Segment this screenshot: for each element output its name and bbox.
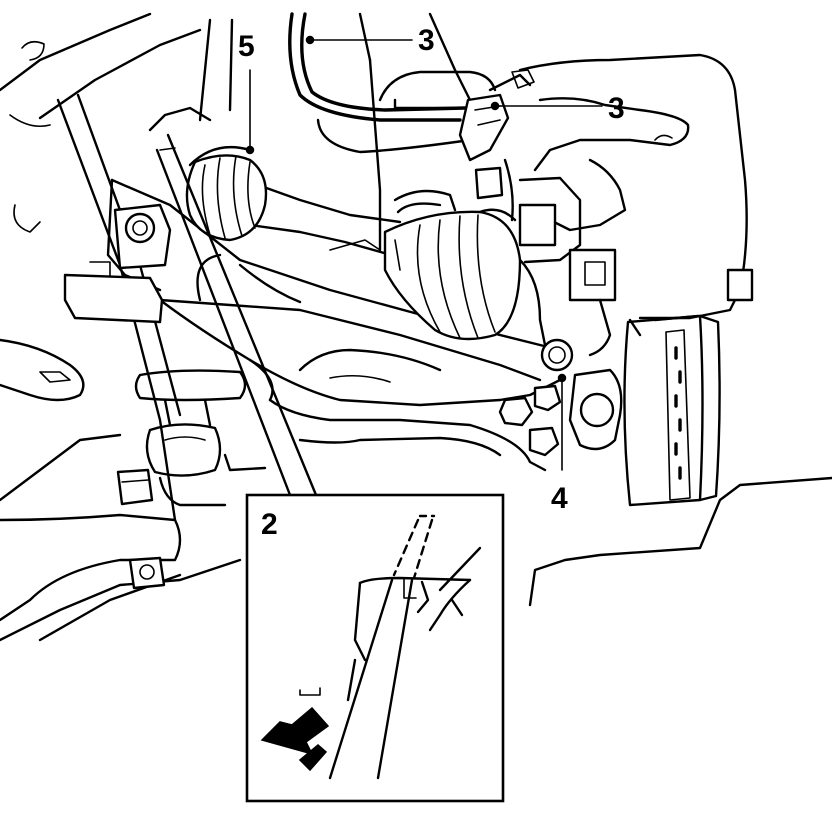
tool-guide-lines: [155, 133, 318, 497]
steering-knuckle: [518, 53, 754, 357]
stabilizer-link: [116, 369, 267, 590]
callout-4: 4: [551, 482, 568, 515]
drive-shaft: [185, 146, 547, 347]
callout-leaders: [245, 35, 603, 471]
ball-joint: [498, 338, 623, 457]
detail-inset: [245, 493, 505, 803]
callout-2: 2: [261, 508, 278, 541]
lower-control-arm: [63, 178, 562, 472]
disc-slots: [674, 346, 682, 480]
wiring-harness: [288, 12, 535, 222]
arrow-direction-tail: [298, 744, 328, 772]
callout-5: 5: [238, 30, 255, 63]
callout-3-bracket: 3: [608, 92, 625, 125]
callout-3-harness: 3: [418, 24, 435, 57]
body-frame: [0, 12, 497, 642]
brake-disc: [528, 314, 832, 607]
